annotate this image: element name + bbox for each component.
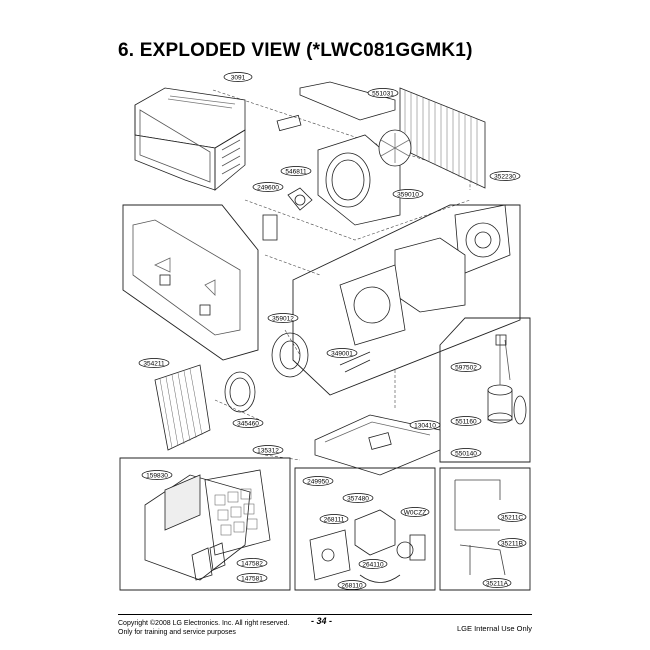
footer-purpose: Only for training and service purposes xyxy=(118,629,236,636)
label-motor: 546811 xyxy=(280,166,312,176)
label-switch: 268111 xyxy=(319,514,349,524)
label-text: 35211B xyxy=(501,541,523,548)
label-text: 357480 xyxy=(347,496,369,503)
base-part xyxy=(314,414,441,476)
label-text: 35211A xyxy=(486,581,509,588)
page-title: 6. EXPLODED VIEW (*LWC081GGMK1) xyxy=(118,40,473,61)
label-text: 147581 xyxy=(241,576,263,583)
label-text: 268111 xyxy=(324,517,345,524)
front-grille-part xyxy=(144,469,271,581)
label-text: 345460 xyxy=(237,421,259,428)
part-labels: 3091 551031 546811 249600 359010 352230 … xyxy=(138,72,527,590)
page-number: - 34 - xyxy=(311,616,333,626)
label-text: 551160 xyxy=(455,419,477,426)
label-condenser: 551031 xyxy=(367,88,399,98)
label-text: 249950 xyxy=(307,479,329,486)
label-tube-3: 35211A xyxy=(482,578,512,588)
shroud-part xyxy=(262,114,412,241)
label-text: W0CZZ xyxy=(404,510,426,517)
label-shroud: 359010 xyxy=(392,189,424,199)
label-capillary: 597502 xyxy=(450,362,482,372)
label-compressor: 551160 xyxy=(450,416,482,426)
label-text: 135312 xyxy=(257,448,279,455)
label-text: 35211C xyxy=(501,515,524,522)
control-part xyxy=(309,509,426,583)
label-motor-mount: 349001 xyxy=(326,348,358,358)
label-cabinet: 3091 xyxy=(223,72,253,82)
barrier-part xyxy=(271,204,511,378)
label-blower: 359012 xyxy=(267,313,299,323)
label-text: 130410 xyxy=(414,423,436,430)
evaporator-part xyxy=(154,364,256,451)
label-capacitor: 264110 xyxy=(358,559,388,569)
label-control-cover: 357480 xyxy=(342,493,374,503)
label-text: 354211 xyxy=(143,361,165,368)
compressor-part xyxy=(487,334,527,425)
label-text: 147582 xyxy=(241,561,263,568)
label-comp-mount: 550140 xyxy=(450,448,482,458)
label-barrier: 352230 xyxy=(489,171,521,181)
label-evaporator: 354211 xyxy=(138,358,170,368)
label-text: 264110 xyxy=(362,562,384,569)
label-text: 249600 xyxy=(257,185,279,192)
label-tube-1: 35211C xyxy=(497,512,527,522)
label-text: 349001 xyxy=(331,351,353,358)
cabinet-part xyxy=(134,87,246,191)
label-text: 359010 xyxy=(397,192,419,199)
label-cord: 268110 xyxy=(337,580,367,590)
label-front-grille: 135312 xyxy=(252,445,284,455)
label-control-box: 249950 xyxy=(302,476,334,486)
label-text: 359012 xyxy=(272,316,294,323)
footer-internal-use: LGE Internal Use Only xyxy=(457,624,533,633)
label-text: 550140 xyxy=(455,451,477,458)
side-panels xyxy=(132,219,241,336)
condenser-part xyxy=(299,81,486,189)
label-text: 597502 xyxy=(455,365,477,372)
label-bracket: 249600 xyxy=(252,182,284,192)
label-orifice: 345460 xyxy=(232,418,264,428)
label-text: 352230 xyxy=(494,174,516,181)
label-filter: 159830 xyxy=(141,470,173,480)
label-text: 268110 xyxy=(341,583,363,590)
label-text: 159830 xyxy=(146,473,168,480)
label-text: 3091 xyxy=(231,75,246,82)
label-text: 551031 xyxy=(372,91,394,98)
label-text: 546811 xyxy=(285,169,307,176)
label-thermostat: W0CZZ xyxy=(400,507,430,517)
footer-copyright: Copyright ©2008 LG Electronics. Inc. All… xyxy=(118,620,290,627)
label-louver-2: 147581 xyxy=(236,573,268,583)
label-louver-1: 147582 xyxy=(236,558,268,568)
label-base: 130410 xyxy=(409,420,441,430)
footer-divider xyxy=(118,614,532,615)
tubing-part xyxy=(454,479,506,576)
label-tube-2: 35211B xyxy=(497,538,527,548)
